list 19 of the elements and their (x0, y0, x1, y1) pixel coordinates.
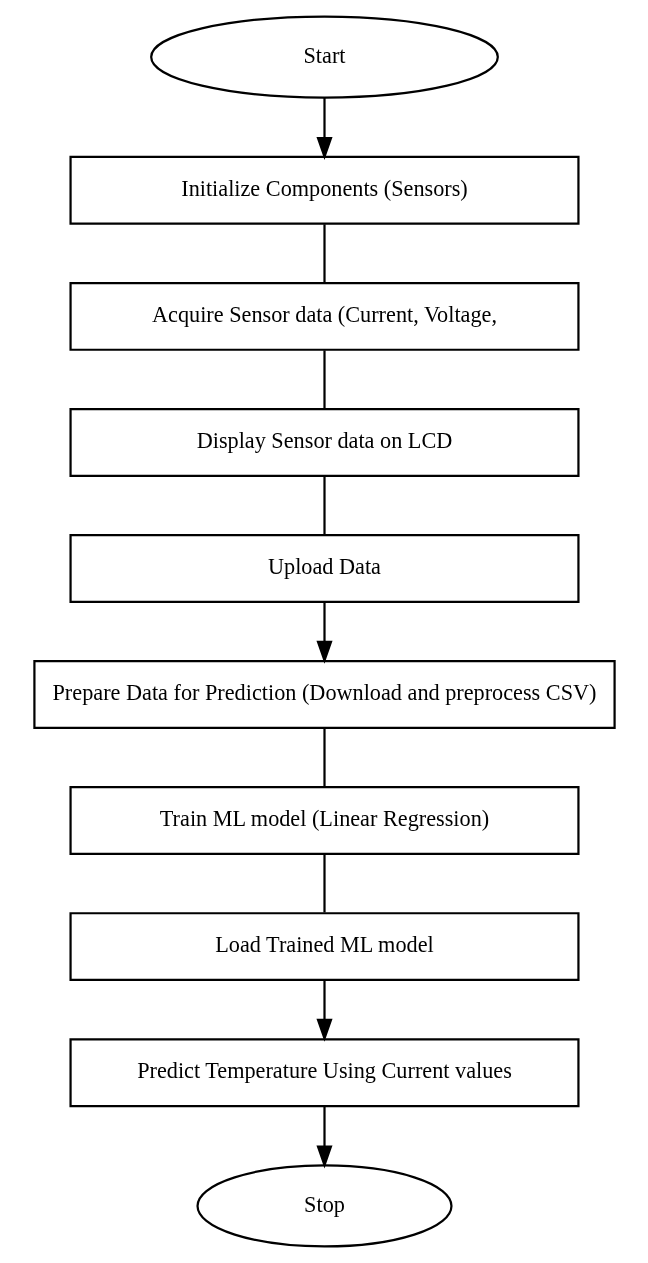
connector (322, 224, 326, 283)
node-box: Upload Data (68, 534, 580, 603)
node-box: Load Trained ML model (68, 912, 580, 982)
node-box: Predict Temperature Using Current values (68, 1038, 580, 1108)
connector (322, 350, 326, 409)
node-box: Acquire Sensor data (Current, Voltage, (68, 281, 580, 351)
node-box: Display Sensor data on LCD (68, 407, 580, 477)
arrow (315, 980, 333, 1042)
node-ellipse: Stop (195, 1164, 453, 1248)
connector (322, 854, 326, 913)
node-box: Prepare Data for Prediction (Download and preprocess CSV) (32, 660, 616, 729)
arrow (315, 97, 333, 160)
connector (322, 728, 326, 787)
connector (322, 476, 326, 535)
node-ellipse: Start (149, 15, 499, 99)
arrow (315, 1106, 333, 1169)
arrow (315, 602, 333, 664)
node-box: Initialize Components (Sensors) (68, 155, 580, 225)
node-box: Train ML model (Linear Regression) (68, 786, 580, 856)
